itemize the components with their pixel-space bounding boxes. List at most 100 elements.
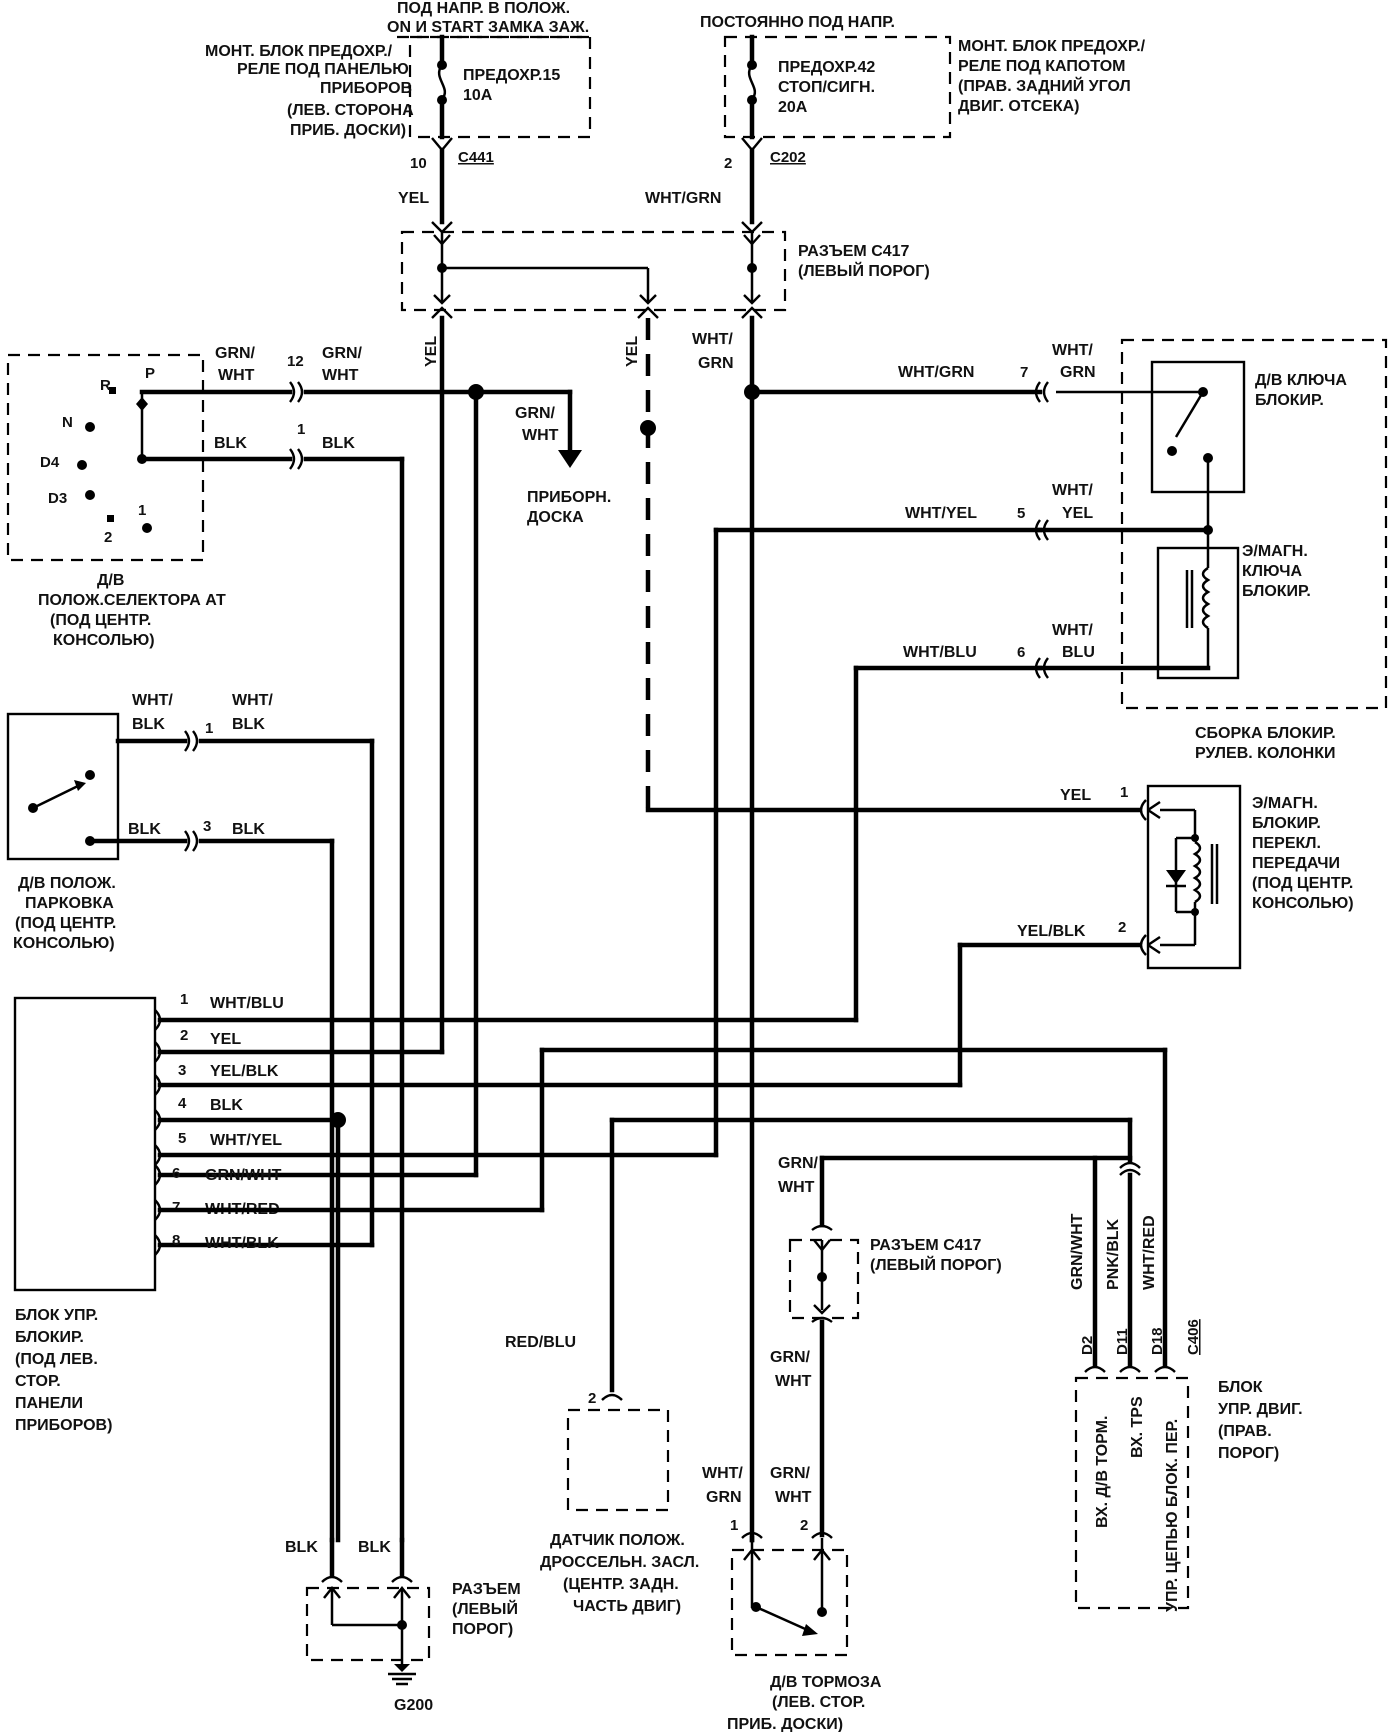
- fusebox-left-box: [408, 35, 592, 139]
- brake-wire-a: GRN/: [778, 1155, 819, 1172]
- ecm-pin-d11: D11: [1114, 1328, 1131, 1355]
- park-wire2: BLK: [128, 821, 161, 838]
- lock-wire3b-b: BLU: [1062, 644, 1095, 661]
- svg-text:2: 2: [180, 1027, 188, 1044]
- steering-lock-assembly: [1120, 338, 1388, 710]
- ground-connector-terminals: [321, 1537, 413, 1650]
- park-switch-symbol: [28, 770, 95, 846]
- ground-connector-box: [305, 1586, 431, 1662]
- selector-pin1: 12: [287, 353, 304, 370]
- svg-text:WHT/BLK: WHT/BLK: [205, 1235, 279, 1252]
- key-switch-label-1: Д/В КЛЮЧА: [1255, 372, 1347, 389]
- fusebox-right-box: [723, 35, 952, 139]
- brake-wire-b: WHT: [778, 1179, 815, 1196]
- park-wire1-b: BLK: [132, 716, 165, 733]
- ecm-top-connector: [1119, 1161, 1141, 1176]
- tps-pin: 2: [588, 1390, 596, 1407]
- svg-text:6: 6: [172, 1165, 180, 1182]
- brake-wire2-a: GRN/: [770, 1349, 811, 1366]
- fusebox-left-label-1: МОНТ. БЛОК ПРЕДОХР./: [205, 43, 393, 60]
- shift-label-1: Э/МАГН.: [1252, 795, 1318, 812]
- shift-pin2: 2: [1118, 919, 1126, 936]
- ecm-output-shiftlock: УПР. ЦЕПЬЮ БЛОК. ПЕР.: [1164, 1419, 1181, 1612]
- brake-sw-wire2-a: GRN/: [770, 1465, 811, 1482]
- lock-wire2: WHT/YEL: [905, 505, 977, 522]
- key-switch-label-2: БЛОКИР.: [1255, 392, 1324, 409]
- key-lock-switch-symbol: [1167, 387, 1213, 535]
- park-connectors: [184, 730, 199, 852]
- shift-label-4: ПЕРЕДАЧИ: [1252, 855, 1340, 872]
- ecm-wire-3: WHT/RED: [1141, 1215, 1158, 1290]
- selector-label-4: КОНСОЛЬЮ): [53, 632, 155, 649]
- shift-pin1: 1: [1120, 784, 1128, 801]
- svg-text:1: 1: [138, 502, 146, 519]
- c417-bottom-label-1: РАЗЪЕМ C417: [870, 1237, 982, 1254]
- fusebox-left-label-4: (ЛЕВ. СТОРОНА: [287, 102, 414, 119]
- tps-label-4: ЧАСТЬ ДВИГ): [573, 1598, 681, 1615]
- cu-label-4: СТОР.: [15, 1373, 61, 1390]
- park-wire2b: BLK: [232, 821, 265, 838]
- lock-wire2b-a: WHT/: [1052, 482, 1093, 499]
- cu-label-3: (ПОД ЛЕВ.: [15, 1351, 98, 1368]
- fusebox-right-label-3: (ПРАВ. ЗАДНИЙ УГОЛ: [958, 76, 1131, 95]
- ecm-connector-c406: C406: [1185, 1319, 1202, 1355]
- selector-wire1-a: GRN/: [215, 345, 256, 362]
- park-wire1-a: WHT/: [132, 692, 173, 709]
- park-label-2: ПАРКОВКА: [25, 895, 114, 912]
- svg-text:7: 7: [172, 1199, 180, 1216]
- ecm-wire-2: PNK/BLK: [1105, 1218, 1122, 1290]
- c417-bottom-label-2: (ЛЕВЫЙ ПОРОГ): [870, 1255, 1002, 1274]
- shift-label-6: КОНСОЛЬЮ): [1252, 895, 1354, 912]
- fuse-42-rating: 20A: [778, 99, 808, 116]
- c441-name: C441: [458, 149, 494, 166]
- park-label-1: Д/В ПОЛОЖ.: [18, 875, 116, 892]
- shift-wire2: YEL/BLK: [1017, 923, 1086, 940]
- shift-solenoid-symbol: [1139, 799, 1219, 956]
- fusebox-right-label-4: ДВИГ. ОТСЕКА): [958, 98, 1080, 115]
- ecm-pin-d2: D2: [1079, 1336, 1096, 1355]
- park-switch-box: [6, 712, 120, 861]
- ecm-label-3: (ПРАВ.: [1218, 1423, 1272, 1440]
- shift-label-5: (ПОД ЦЕНТР.: [1252, 875, 1353, 892]
- ground-wire-1: BLK: [285, 1539, 318, 1556]
- shift-solenoid-box: [1146, 784, 1242, 970]
- fuse-42-name: ПРЕДОХР.42: [778, 59, 875, 76]
- fuse-15-name: ПРЕДОХР.15: [463, 67, 560, 84]
- park-wire1b-a: WHT/: [232, 692, 273, 709]
- lock-control-unit: [13, 996, 157, 1292]
- ignition-header-1: ПОД НАПР. В ПОЛОЖ.: [397, 0, 570, 17]
- lock-wire1b-b: GRN: [1060, 364, 1096, 381]
- brake-pin1: 1: [730, 1517, 738, 1534]
- selector-wire2: BLK: [214, 435, 247, 452]
- lock-wire1b-a: WHT/: [1052, 342, 1093, 359]
- svg-text:WHT/YEL: WHT/YEL: [210, 1132, 282, 1149]
- lock-pin1: 7: [1020, 364, 1028, 381]
- ecm-input-tps: ВХ. TPS: [1129, 1396, 1146, 1458]
- svg-text:3: 3: [178, 1062, 186, 1079]
- svg-text:P: P: [145, 365, 155, 382]
- svg-text:1: 1: [180, 991, 188, 1008]
- battery-header: ПОСТОЯННО ПОД НАПР.: [700, 14, 895, 31]
- fusebox-left-label-3: ПРИБОРОВ: [320, 80, 412, 97]
- brake-switch-box: [730, 1548, 849, 1657]
- fusebox-right-label-1: МОНТ. БЛОК ПРЕДОХР./: [958, 38, 1146, 55]
- fuse-15-symbol: [437, 34, 447, 140]
- c202-name: C202: [770, 149, 806, 166]
- dash-label-2: ДОСКА: [527, 509, 584, 526]
- fuse-42-function: СТОП/СИГН.: [778, 79, 875, 96]
- ecm-wire-1: GRN/WHT: [1069, 1213, 1086, 1290]
- key-lock-switch-box: [1150, 360, 1246, 494]
- cu-label-1: БЛОК УПР.: [15, 1307, 98, 1324]
- fusebox-right-label-2: РЕЛЕ ПОД КАПОТОМ: [958, 58, 1125, 75]
- solenoid-label-3: БЛОКИР.: [1242, 583, 1311, 600]
- lock-wire3b-a: WHT/: [1052, 622, 1093, 639]
- whtgrn-split-1: WHT/: [692, 331, 733, 348]
- ecm-label-4: ПОРОГ): [1218, 1445, 1279, 1462]
- park-label-4: КОНСОЛЬЮ): [13, 935, 115, 952]
- brake-label-2: (ЛЕВ. СТОР.: [772, 1694, 865, 1711]
- svg-text:D4: D4: [40, 454, 60, 471]
- brake-sw-wire1-b: GRN: [706, 1489, 742, 1506]
- selector-label-3: (ПОД ЦЕНТР.: [50, 612, 151, 629]
